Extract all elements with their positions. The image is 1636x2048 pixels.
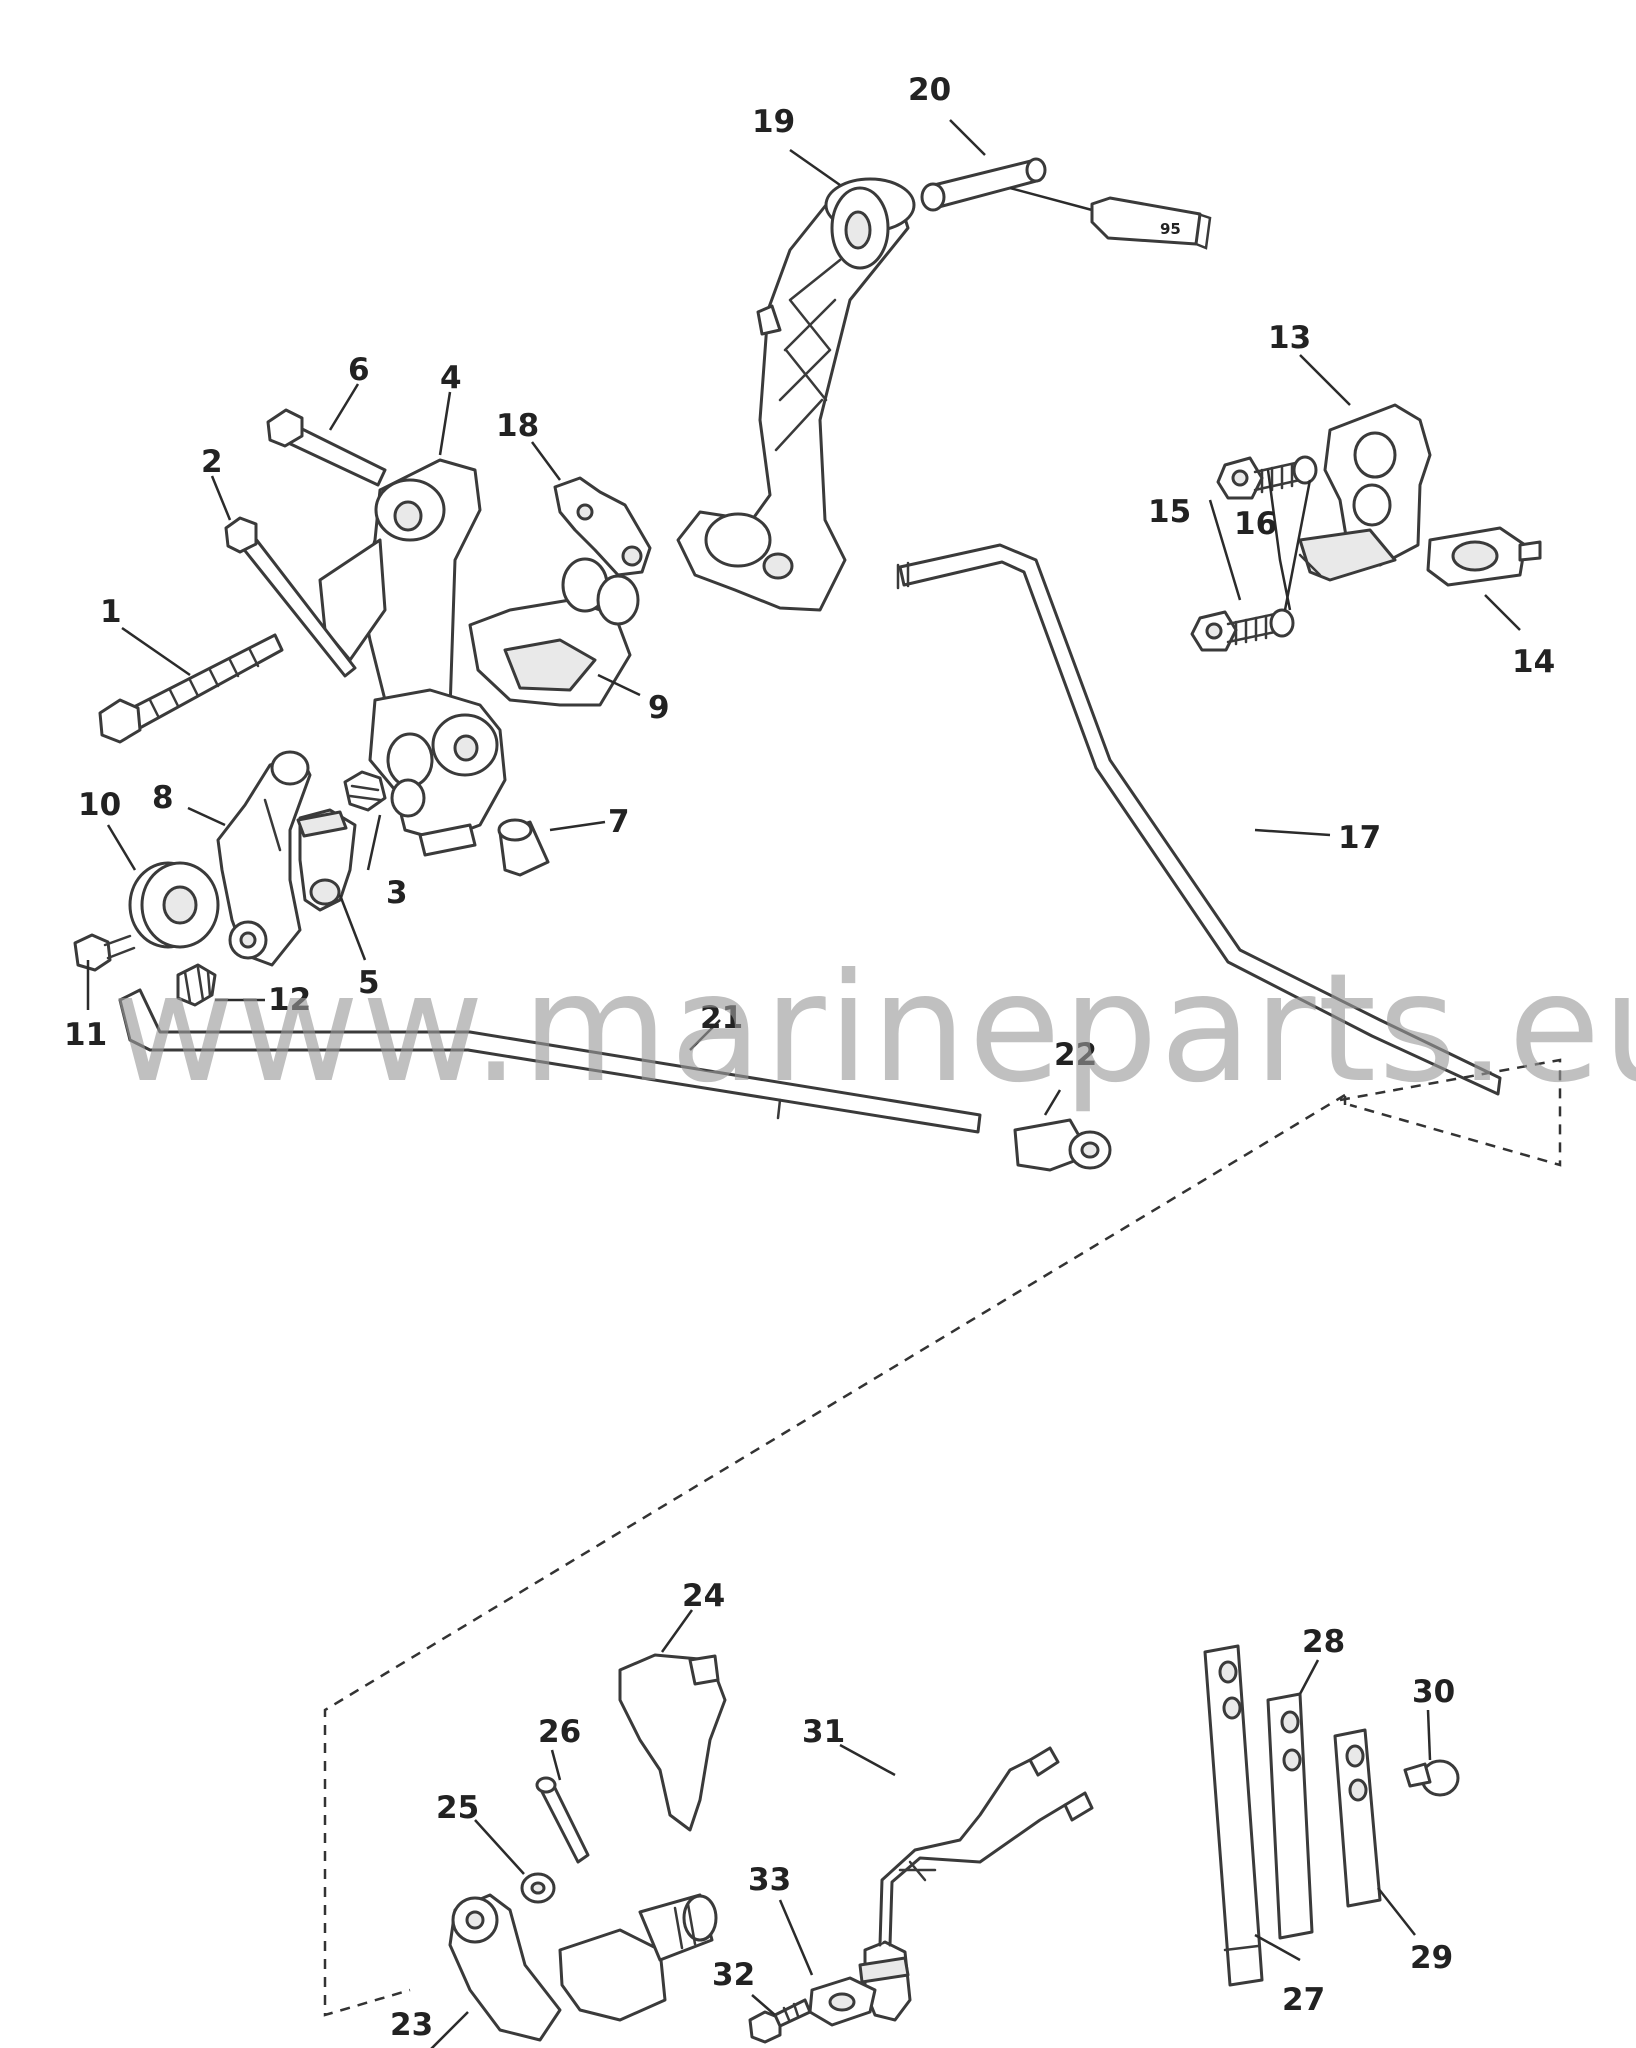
part-19-bracket-arm (676, 177, 916, 612)
callout-16: 16 (1234, 506, 1277, 542)
part-18-clip (553, 476, 652, 577)
callout-23: 23 (390, 2007, 433, 2043)
lubricant-tube: 95 (1009, 186, 1212, 250)
part-12-gear (176, 963, 217, 1007)
part-14-gasket (1426, 526, 1542, 587)
part-8-lever (216, 750, 312, 967)
callout-8: 8 (152, 780, 174, 816)
callout-27: 27 (1282, 1982, 1325, 2018)
callout-32: 32 (712, 1957, 755, 1993)
callout-17: 17 (1338, 820, 1381, 856)
part-28-plate (1266, 1692, 1314, 1940)
callout-9: 9 (648, 690, 670, 726)
callout-29: 29 (1410, 1940, 1453, 1976)
part-4-main-lever (318, 458, 482, 722)
callout-24: 24 (682, 1578, 725, 1614)
part-30-plug (1403, 1759, 1460, 1797)
part-17-link-rod (896, 543, 1502, 1096)
detail-connector-lines (323, 1058, 1562, 2017)
tube-label: 95 (1160, 220, 1181, 238)
callout-22: 22 (1054, 1037, 1097, 1073)
part-13-mount-bracket (1298, 403, 1432, 582)
callout-6: 6 (348, 352, 370, 388)
callout-28: 28 (1302, 1624, 1345, 1660)
part-10-pulley (128, 861, 220, 949)
callout-21: 21 (700, 1000, 743, 1036)
callout-30: 30 (1412, 1674, 1455, 1710)
part-32-screw (748, 1998, 812, 2044)
part-22-rod-end (1013, 1118, 1112, 1172)
part-33-gasket (808, 1976, 877, 2027)
callout-31: 31 (802, 1714, 845, 1750)
part-24-bracket (618, 1653, 727, 1832)
callout-25: 25 (436, 1790, 479, 1826)
callout-33: 33 (748, 1862, 791, 1898)
callout-14: 14 (1512, 644, 1555, 680)
callout-3: 3 (386, 875, 408, 911)
part-9-cover (468, 557, 640, 707)
callout-1: 1 (100, 594, 122, 630)
callout-26: 26 (538, 1714, 581, 1750)
part-11-small-bolt (73, 933, 136, 972)
part-2-bolt (224, 516, 357, 678)
callout-4: 4 (440, 360, 462, 396)
callout-5: 5 (358, 965, 380, 1001)
callout-7: 7 (608, 804, 630, 840)
part-1-long-bolt (98, 633, 284, 744)
callout-15: 15 (1148, 494, 1191, 530)
part-25-washer (520, 1872, 556, 1904)
part-7-bushing (497, 818, 550, 877)
callout-labels: 1 2 3 4 5 6 7 8 9 10 11 12 13 14 15 16 1… (64, 72, 1555, 2043)
part-5-link-plate (296, 808, 357, 912)
callout-13: 13 (1268, 320, 1311, 356)
throttle-cam-assembly (368, 688, 507, 857)
callout-2: 2 (201, 444, 223, 480)
callout-11: 11 (64, 1017, 107, 1053)
part-16-bushings (1226, 455, 1318, 646)
leader-lines (86, 119, 1521, 2048)
part-15-nuts (1190, 456, 1264, 652)
part-26-cotter-pin (535, 1776, 590, 1864)
callout-10: 10 (78, 787, 121, 823)
callout-19: 19 (752, 104, 795, 140)
callout-20: 20 (908, 72, 951, 108)
part-3-nut (343, 770, 387, 812)
part-21-link-rod (118, 988, 982, 1134)
part-20-pin (920, 157, 1047, 212)
callout-18: 18 (496, 408, 539, 444)
part-23-lever-assembly (448, 1893, 718, 2042)
part-31-sensor-harness (858, 1746, 1094, 2022)
part-6-bolt (266, 408, 387, 487)
watermark-text: www.marineparts.eu (112, 942, 1636, 1116)
part-29-plate (1333, 1728, 1382, 1908)
part-27-plate (1203, 1644, 1264, 1987)
callout-12: 12 (268, 982, 311, 1018)
